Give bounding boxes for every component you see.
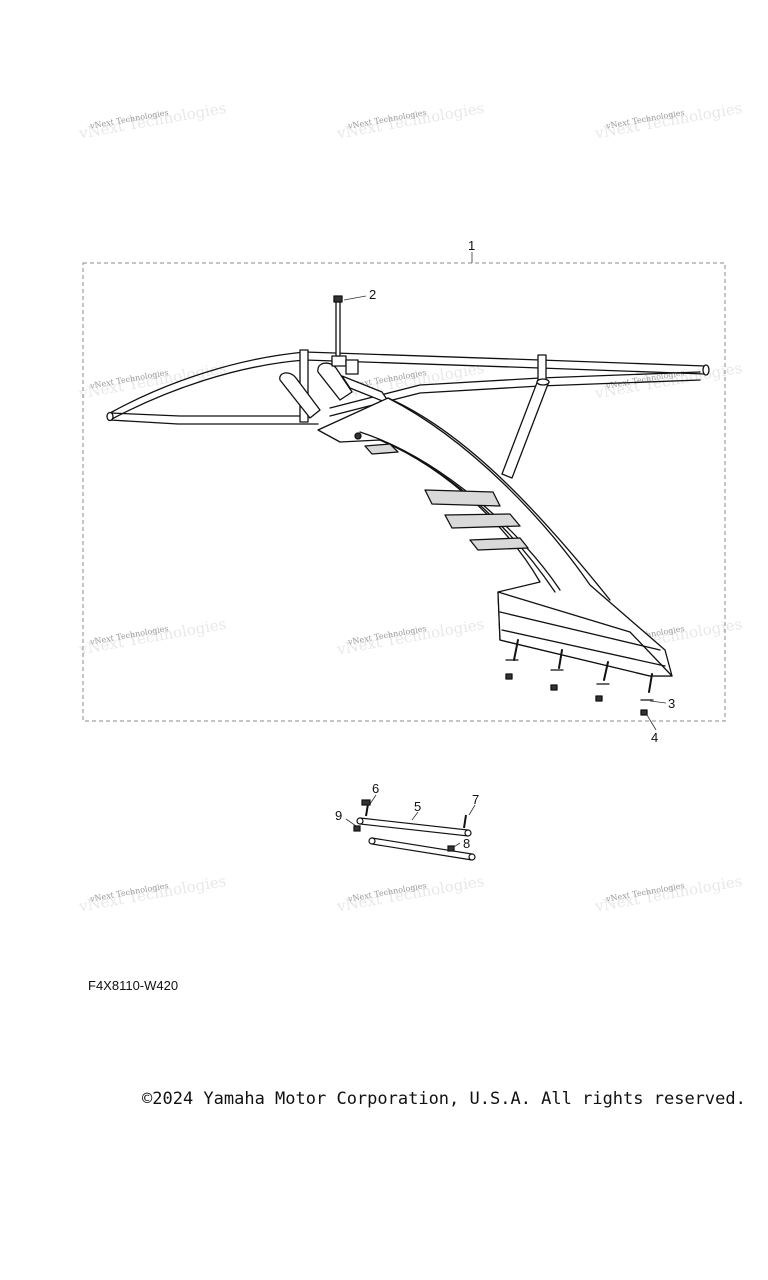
callout-3: 3: [668, 696, 675, 711]
callout-7: 7: [472, 792, 479, 807]
watermark: vNext Technologies vNext Technologies: [593, 872, 744, 916]
watermark: vNext Technologies vNext Technologies: [335, 872, 486, 916]
callout-9: 9: [335, 808, 342, 823]
assembly-boundary: [82, 262, 726, 722]
watermarks: vNext Technologies vNext Technologies vN…: [77, 99, 744, 916]
wake-tower-assembly: [106, 295, 710, 716]
callout-5: 5: [414, 799, 421, 814]
watermark: vNext Technologies vNext Technologies: [335, 615, 486, 659]
hardware-kit: [353, 799, 476, 861]
callout-1: 1: [468, 238, 475, 253]
diagram-code: F4X8110-W420: [88, 978, 179, 993]
watermark: vNext Technologies vNext Technologies: [593, 99, 744, 143]
watermark: vNext Technologies vNext Technologies: [77, 872, 228, 916]
callout-6: 6: [372, 781, 379, 796]
callout-4: 4: [651, 730, 658, 745]
watermark: vNext Technologies vNext Technologies: [77, 615, 228, 659]
callout-2: 2: [369, 287, 376, 302]
watermark: vNext Technologies vNext Technologies: [77, 99, 228, 143]
callouts: 1 2 3 4 5 6 7 8 9: [335, 238, 675, 851]
leader-lines: [343, 252, 667, 849]
copyright-notice: ©2024 Yamaha Motor Corporation, U.S.A. A…: [142, 1089, 746, 1109]
callout-8: 8: [463, 836, 470, 851]
watermark: vNext Technologies vNext Technologies: [335, 99, 486, 143]
